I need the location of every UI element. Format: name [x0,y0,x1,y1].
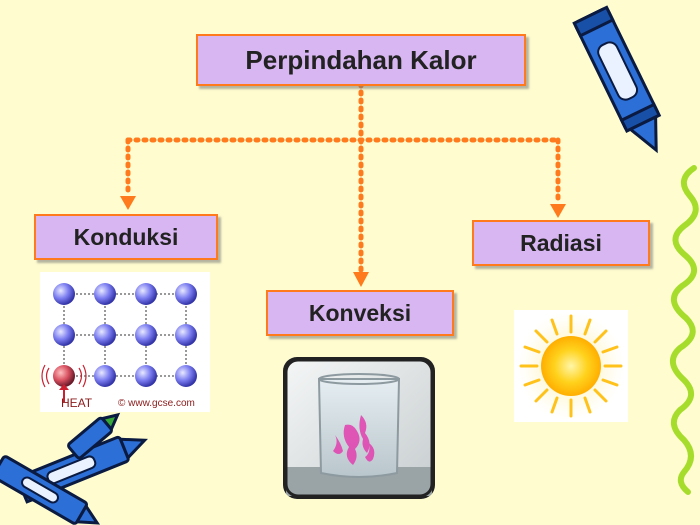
lattice-graphic [41,283,197,402]
arrowhead-konduksi [120,196,136,210]
heat-label: HEAT [61,396,93,410]
arrowhead-konveksi [353,272,369,287]
sun-icon [514,310,628,422]
konduksi-box: Konduksi [34,214,218,260]
lattice-credit: © www.gcse.com [118,398,195,409]
beaker-graphic [284,358,434,498]
title-text: Perpindahan Kalor [245,44,477,75]
title-box: Perpindahan Kalor [196,34,526,86]
arrowhead-radiasi [550,204,566,218]
sun-graphic [517,312,625,420]
konveksi-box: Konveksi [266,290,454,336]
konduksi-label: Konduksi [73,223,179,250]
konveksi-label: Konveksi [308,299,412,326]
lattice-icon: HEAT © www.gcse.com [40,272,210,412]
radiasi-label: Radiasi [520,229,602,256]
beaker-icon [283,357,435,499]
radiasi-box: Radiasi [472,220,650,266]
